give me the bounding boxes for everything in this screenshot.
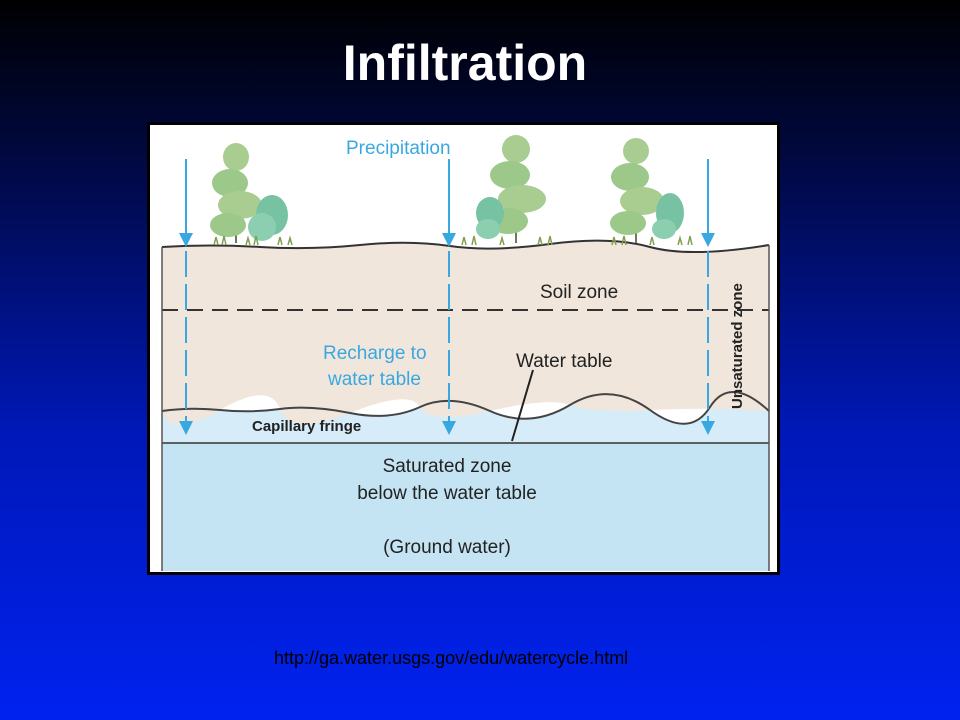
recharge-arrow [179, 251, 193, 435]
tree-icon [610, 138, 684, 243]
recharge-arrow [701, 251, 715, 435]
soil-zone [162, 240, 769, 425]
infiltration-diagram: Precipitation Soil zone Recharge to wate… [147, 122, 780, 575]
recharge-label-line2: water table [327, 369, 421, 390]
precipitation-arrow [701, 159, 715, 247]
precipitation-label: Precipitation [346, 138, 451, 159]
water-table-label: Water table [516, 351, 612, 372]
soil-zone-label: Soil zone [540, 282, 618, 303]
source-url: http://ga.water.usgs.gov/edu/watercycle.… [274, 648, 629, 668]
precipitation-arrow [442, 159, 456, 247]
grass-icon [213, 235, 693, 246]
saturated-label-line2: below the water table [357, 483, 537, 504]
recharge-arrow [442, 251, 456, 435]
recharge-label-line1: Recharge to [323, 343, 427, 364]
diagram-canvas: Precipitation Soil zone Recharge to wate… [150, 125, 777, 572]
slide-title: Infiltration [342, 35, 588, 91]
precipitation-arrow [179, 159, 193, 247]
tree-icon [476, 135, 546, 243]
unsaturated-zone-label: Unsaturated zone [729, 283, 746, 409]
capillary-fringe-label: Capillary fringe [252, 418, 361, 435]
tree-icon [210, 143, 288, 243]
ground-surface [161, 239, 770, 254]
saturated-label-line3: (Ground water) [383, 537, 511, 558]
water-table-leader-line [511, 369, 534, 442]
water-table-line [161, 390, 770, 425]
saturated-zone [162, 443, 769, 571]
saturated-label-line1: Saturated zone [383, 456, 512, 477]
